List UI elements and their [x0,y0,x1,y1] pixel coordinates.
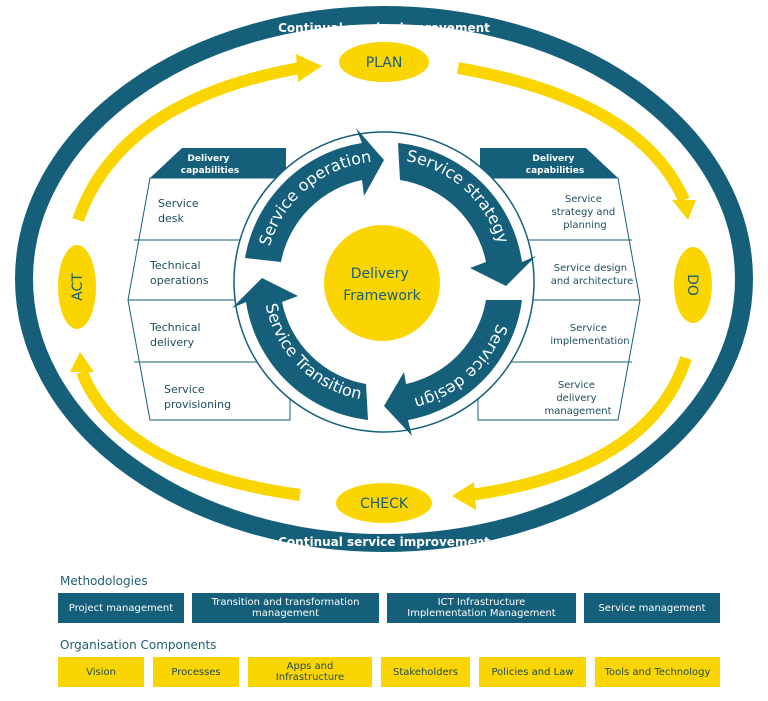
do-node: DO [674,247,712,323]
component-tools-technology: Tools and Technology [595,657,720,687]
svg-text:Delivery capabilities: Delivery capabilities [181,154,239,176]
svg-text:Delivery Framework: Delivery Framework [343,266,421,304]
component-vision: Vision [58,657,144,687]
plan-node: PLAN [339,42,429,82]
arrow-act-to-plan [72,62,302,222]
arrow-check-to-act [76,369,301,501]
ring-label-bottom: Continual service improvement [278,535,490,549]
delivery-framework-diagram: Continual service improvement Continual … [15,6,753,552]
act-node: ACT [58,245,96,329]
segment-service-design [384,300,522,436]
pdca-arrowheads [70,54,696,510]
component-stakeholders: Stakeholders [381,657,470,687]
methodology-ict-infrastructure: ICT Infrastructure Implementation Manage… [387,593,576,623]
left-row-service-desk: Service desk [158,197,202,225]
methodology-project-management: Project management [58,593,184,623]
right-row-implementation: Service implementation [550,323,629,347]
components-label: Organisation Components [60,638,217,652]
right-row-strategy-planning: Service strategy and planning [552,194,619,231]
left-row-service-provisioning: Service provisioning [164,383,231,411]
svg-text:Delivery capabilities: Delivery capabilities [526,154,584,176]
methodologies-label: Methodologies [60,574,148,588]
wheel-segments [232,128,536,436]
component-processes: Processes [153,657,239,687]
svg-text:PLAN: PLAN [366,55,403,71]
svg-text:DO: DO [684,274,700,296]
left-row-technical-operations: Technical operations [149,259,209,287]
arrow-plan-to-do [456,62,690,203]
right-row-design-architecture: Service design and architecture [551,263,634,287]
svg-text:CHECK: CHECK [360,496,409,512]
delivery-framework-center: Delivery Framework [324,225,440,341]
right-row-delivery-management: Service delivery management [545,380,612,417]
arrow-do-to-check [469,356,692,501]
outer-ring [15,6,753,552]
segment-service-operation [245,128,384,262]
methodology-service-management: Service management [584,593,720,623]
pdca-arrows [72,62,692,501]
segment-service-strategy [398,143,536,286]
left-row-technical-delivery: Technical delivery [149,321,204,349]
component-policies-law: Policies and Law [479,657,586,687]
svg-text:ACT: ACT [70,273,86,301]
ring-label-top: Continual service improvement [278,21,490,35]
methodology-transition-transformation: Transition and transformation management [192,593,379,623]
segment-service-transition [232,278,368,420]
check-node: CHECK [336,483,432,523]
component-apps-infrastructure: Apps and Infrastructure [248,657,372,687]
